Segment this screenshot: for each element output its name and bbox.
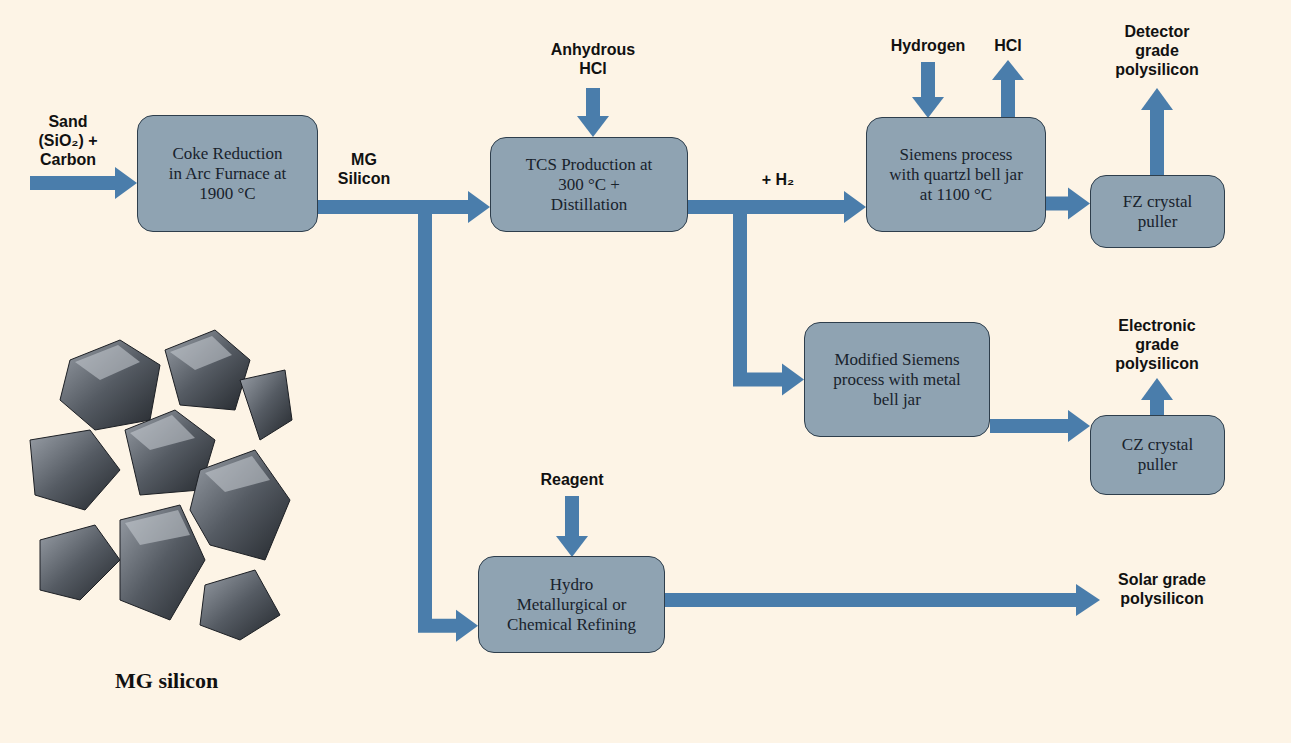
box-text: TCS Production at 300 °C + Distillation: [525, 155, 653, 215]
output-arrow-shaft: [1001, 78, 1015, 122]
process-box: TCS Production at 300 °C + Distillation: [490, 137, 688, 232]
rock: [165, 330, 250, 410]
box-text: Coke Reduction in Arc Furnace at 1900 °C: [168, 144, 287, 204]
flow-label: + H₂: [748, 170, 808, 189]
process-box: Hydro Metallurgical or Chemical Refining: [478, 556, 665, 653]
input-arrow-shaft: [921, 62, 935, 99]
flow-label: MG Silicon: [324, 150, 404, 188]
output-arrow-shaft: [660, 593, 1078, 607]
box-text: Siemens process with quartzl bell jar at…: [885, 145, 1027, 205]
output-arrow-head: [1141, 88, 1173, 110]
box-text: Hydro Metallurgical or Chemical Refining: [505, 575, 638, 635]
highlight: [130, 415, 195, 450]
rock: [60, 340, 160, 430]
box-text: Modified Siemens process with metal bell…: [829, 350, 965, 410]
box-text: FZ crystal puller: [1111, 192, 1204, 232]
flow-label: Hydrogen: [878, 36, 978, 55]
flow-arrow: [990, 410, 1090, 442]
input-arrow-shaft: [565, 496, 579, 538]
arrow-head: [1068, 410, 1090, 442]
flow-label: Anhydrous HCl: [538, 40, 648, 78]
input-arrow-head: [577, 116, 609, 137]
flow-label: Electronic grade polysilicon: [1102, 316, 1212, 373]
highlight: [75, 345, 140, 380]
process-box: Siemens process with quartzl bell jar at…: [866, 117, 1046, 232]
arrow-head: [1068, 188, 1090, 220]
rock: [190, 450, 290, 560]
flow-arrow: [688, 207, 804, 396]
flow-label: MG silicon: [115, 668, 218, 694]
input-arrow-head: [912, 97, 944, 118]
flow-label: Detector grade polysilicon: [1102, 22, 1212, 79]
input-arrow-shaft: [30, 176, 117, 190]
output-arrow-shaft: [1150, 108, 1164, 182]
arrow-shaft: [990, 419, 1070, 433]
rock: [120, 505, 205, 620]
flow-arrow: [1046, 188, 1090, 220]
arrow-shaft: [1046, 197, 1070, 211]
process-box: Coke Reduction in Arc Furnace at 1900 °C: [137, 115, 318, 232]
rock-highlights: [75, 336, 270, 545]
arrow-head: [782, 364, 804, 396]
rock: [240, 370, 292, 440]
box-text: CZ crystal puller: [1111, 435, 1204, 475]
arrow-shaft: [318, 207, 458, 626]
flow-label: Reagent: [527, 470, 617, 489]
arrow-head: [844, 191, 866, 223]
process-box: FZ crystal puller: [1090, 175, 1225, 248]
flow-arrow: [318, 207, 478, 642]
output-arrow-head: [1076, 584, 1100, 616]
rock: [30, 430, 120, 510]
rock: [40, 525, 120, 600]
arrow-head: [468, 191, 490, 223]
output-arrow-head: [992, 60, 1024, 80]
arrow-head: [456, 610, 478, 642]
io-arrow-group: [30, 60, 1173, 616]
arrow-shaft: [688, 207, 784, 380]
flow-label: HCl: [983, 36, 1033, 55]
process-box: CZ crystal puller: [1090, 415, 1225, 495]
flow-label: Sand (SiO₂) + Carbon: [26, 112, 110, 169]
silicon-rocks: [30, 330, 292, 640]
input-arrow-shaft: [586, 88, 600, 118]
highlight: [170, 336, 232, 370]
highlight: [205, 456, 270, 492]
input-arrow-head: [115, 167, 137, 199]
rock: [200, 570, 280, 640]
highlight: [125, 510, 190, 545]
input-arrow-head: [556, 536, 588, 557]
output-arrow-head: [1141, 378, 1173, 400]
process-box: Modified Siemens process with metal bell…: [804, 322, 990, 437]
flow-label: Solar grade polysilicon: [1112, 570, 1212, 608]
